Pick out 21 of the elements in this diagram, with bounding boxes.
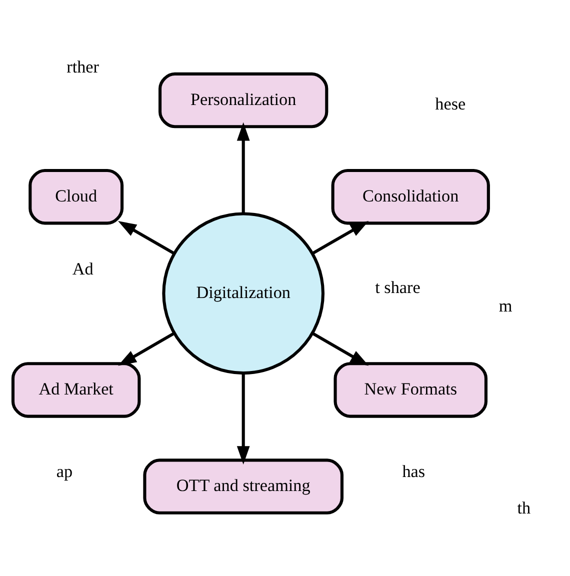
node-box: Cloud	[28, 168, 124, 224]
node-box: Consolidation	[331, 168, 490, 224]
node-circle: Digitalization	[162, 212, 325, 374]
arrow	[118, 220, 176, 254]
label: hese	[435, 94, 466, 113]
label: Ad	[72, 259, 94, 278]
label: ap	[56, 461, 73, 480]
arrow	[312, 220, 369, 254]
arrow	[236, 372, 250, 464]
arrow	[236, 122, 250, 214]
node-box: OTT and streaming	[143, 458, 344, 514]
node-box: Ad Market	[11, 362, 141, 418]
label: th	[517, 498, 531, 518]
label: t share	[375, 278, 420, 297]
label: m	[498, 296, 512, 315]
node-box: New Formats	[334, 362, 488, 418]
arrow	[312, 331, 369, 366]
arrow	[118, 331, 176, 366]
node-box: Personalization	[158, 72, 328, 128]
label: has	[402, 461, 426, 480]
label: rther	[66, 56, 100, 76]
